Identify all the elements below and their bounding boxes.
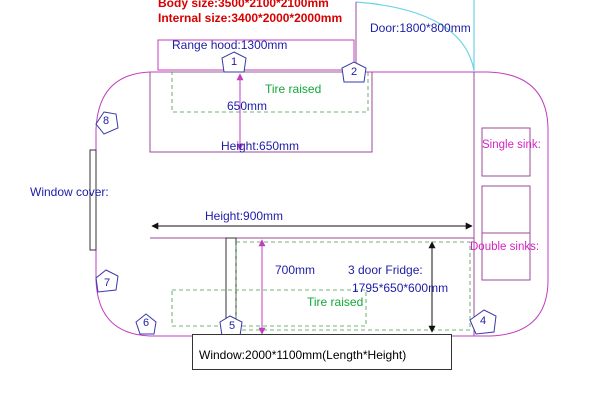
window-cover-label: Window cover:: [30, 185, 109, 199]
single-sink-box: [481, 127, 531, 177]
marker-1: 1: [230, 56, 238, 68]
internal-size-label: Internal size:3400*2000*2000mm: [158, 11, 343, 25]
marker-4: 4: [479, 315, 487, 327]
marker-1-shape: [221, 51, 247, 73]
height-650-label: Height:650mm: [221, 139, 300, 153]
single-sink-label: Single sink:: [482, 139, 541, 151]
top-counter: [149, 72, 373, 153]
marker-4-shape: [469, 309, 497, 335]
double-sinks-label: Double sinks:: [470, 241, 540, 253]
window-cover: [89, 149, 97, 251]
marker-7-shape: [95, 269, 119, 293]
fridge-size-label: 1795*650*600mm: [352, 281, 449, 295]
tire-raised-bottom-area: [171, 289, 367, 327]
marker-8: 8: [102, 115, 110, 127]
marker-2-shape: [341, 61, 367, 83]
window-label: Window:2000*1100mm(Length*Height): [199, 348, 407, 362]
marker-6: 6: [142, 317, 150, 329]
tire-raised-top-area: [171, 71, 369, 113]
range-hood-label: Range hood:1300mm: [172, 38, 288, 52]
marker-8-shape: [95, 111, 119, 135]
trailer-outline: [95, 71, 549, 337]
door-label: Door:1800*800mm: [370, 21, 471, 35]
range-hood-box: [157, 39, 355, 71]
marker-6-shape: [135, 313, 157, 335]
fridge-title-label: 3 door Fridge:: [348, 263, 423, 277]
depth-700-label: 700mm: [275, 263, 316, 277]
window-box: Window:2000*1100mm(Length*Height): [192, 334, 452, 370]
marker-7: 7: [103, 277, 111, 289]
tire-raised-top-label: Tire raised: [265, 82, 322, 96]
marker-2: 2: [350, 66, 358, 78]
door-swing-arc: [355, 1, 475, 71]
depth-650-label: 650mm: [227, 99, 268, 113]
tire-raised-bottom-label: Tire raised: [307, 295, 364, 309]
marker-5: 5: [228, 320, 236, 332]
height-900-label: Height:900mm: [205, 209, 284, 223]
body-size-label: Body size:3500*2100*2100mm: [158, 0, 329, 10]
